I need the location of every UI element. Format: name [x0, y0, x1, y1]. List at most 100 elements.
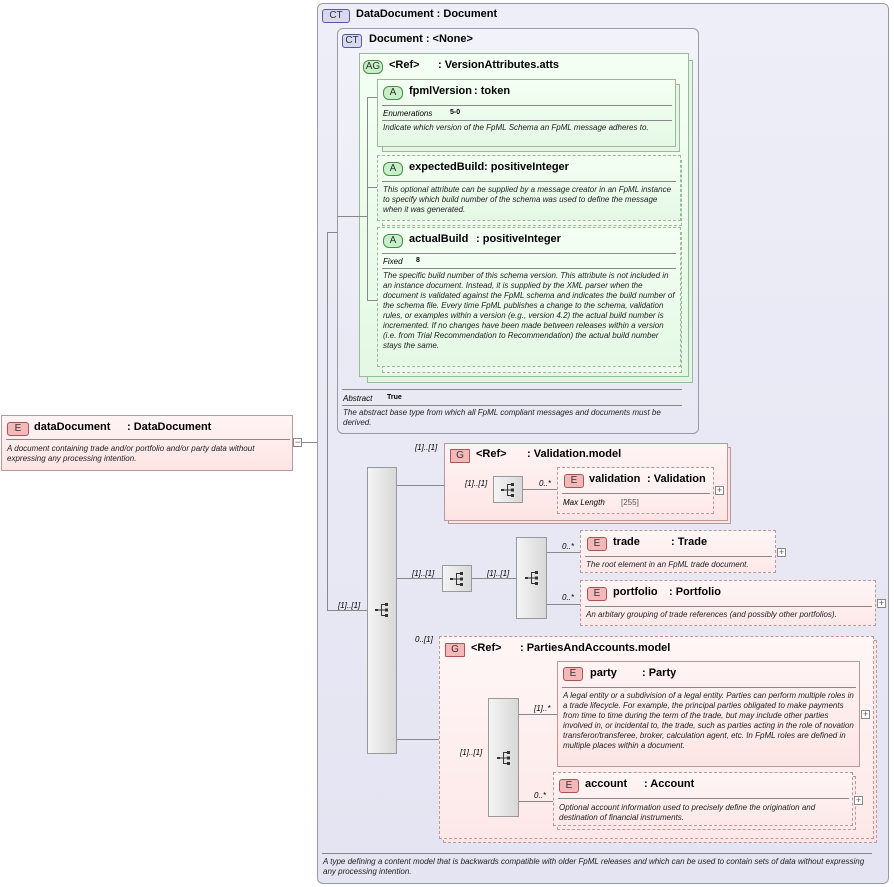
- root-element-desc: A document containing trade and/or portf…: [7, 444, 255, 463]
- group-ref: <Ref>: [476, 448, 507, 460]
- meta-value: 8: [416, 257, 420, 264]
- connector: [367, 97, 377, 98]
- group-ref: <Ref>: [471, 642, 502, 654]
- base-type-title: Document : <None>: [369, 33, 473, 45]
- element-name: trade: [613, 536, 640, 548]
- element-party[interactable]: E party : Party A legal entity or a subd…: [557, 661, 860, 767]
- root-element-name: dataDocument: [34, 421, 111, 433]
- collapse-toggle[interactable]: −: [293, 437, 302, 447]
- element-badge: E: [7, 422, 29, 436]
- element-type: : Party: [642, 667, 677, 679]
- multiplicity: 0..*: [562, 593, 575, 602]
- divider: [585, 606, 872, 607]
- connector: [397, 485, 444, 486]
- attribute-name: actualBuild: [409, 233, 469, 245]
- sequence-icon: [375, 603, 388, 617]
- abstract-label: Abstract: [343, 394, 373, 403]
- attribute-name: fpmlVersion: [409, 85, 472, 97]
- meta-value: 5-0: [450, 109, 461, 116]
- element-type: : Account: [644, 778, 695, 790]
- connector: [472, 578, 517, 579]
- divider: [382, 253, 676, 254]
- multiplicity: [1]..[1]: [412, 569, 435, 578]
- connector: [397, 578, 442, 579]
- sequence-compositor[interactable]: [488, 698, 519, 817]
- connector: [519, 801, 553, 802]
- group-badge: G: [450, 449, 470, 463]
- sequence-compositor[interactable]: [442, 565, 472, 592]
- multiplicity: 0..*: [562, 542, 575, 551]
- meta-label: Enumerations: [383, 109, 433, 118]
- element-name: portfolio: [613, 586, 658, 598]
- divider: [562, 687, 856, 688]
- element-desc: Optional account information used to pre…: [559, 803, 816, 822]
- connector: [327, 610, 367, 611]
- element-badge: E: [587, 587, 607, 601]
- element-trade[interactable]: E trade : Trade The root element in an F…: [580, 530, 776, 573]
- divider: [342, 389, 682, 390]
- multiplicity: [1]..[1]: [415, 443, 438, 452]
- sequence-icon: [501, 483, 514, 497]
- meta-label: Fixed: [383, 257, 403, 266]
- group-name: : PartiesAndAccounts.model: [520, 642, 671, 654]
- meta-label: Max Length: [563, 498, 605, 507]
- attribute-name: expectedBuild: [409, 161, 485, 173]
- divider: [585, 556, 772, 557]
- attribute-badge: A: [383, 234, 403, 248]
- connector: [547, 604, 580, 605]
- connector: [523, 489, 557, 490]
- element-desc: An arbitary grouping of trade references…: [586, 610, 837, 619]
- complex-type-footer: A type defining a content model that is …: [323, 857, 865, 876]
- element-name: party: [590, 667, 617, 679]
- element-badge: E: [587, 537, 607, 551]
- element-badge: E: [564, 474, 584, 488]
- connector: [338, 216, 368, 217]
- sequence-icon: [525, 571, 538, 585]
- element-name: validation: [589, 473, 641, 485]
- divider: [382, 181, 676, 182]
- element-type: : Portfolio: [669, 586, 721, 598]
- connector: [367, 97, 368, 300]
- element-account[interactable]: E account : Account Optional account inf…: [553, 772, 853, 826]
- base-type-desc: The abstract base type from which all Fp…: [343, 408, 661, 427]
- element-desc: A legal entity or a subdivision of a leg…: [563, 691, 854, 750]
- expand-toggle[interactable]: +: [861, 709, 870, 719]
- expand-toggle[interactable]: +: [854, 795, 863, 805]
- divider: [382, 105, 672, 106]
- divider: [342, 405, 682, 406]
- element-desc: The root element in an FpML trade docume…: [586, 560, 749, 569]
- attr-group-ref: <Ref>: [389, 59, 420, 71]
- multiplicity: [1]..[1]: [465, 479, 488, 488]
- meta-value: [255]: [621, 498, 639, 507]
- multiplicity: [1]..[1]: [460, 748, 483, 757]
- element-validation[interactable]: E validation : Validation Max Length [25…: [557, 467, 714, 514]
- root-element-box[interactable]: E dataDocument : DataDocument A document…: [1, 415, 293, 471]
- sequence-compositor[interactable]: [516, 537, 547, 619]
- element-portfolio[interactable]: E portfolio : Portfolio An arbitary grou…: [580, 580, 876, 626]
- attribute-badge: A: [383, 86, 403, 100]
- root-element-type: : DataDocument: [127, 421, 212, 433]
- connector: [519, 714, 557, 715]
- attribute-expectedBuild[interactable]: A expectedBuild : positiveInteger This o…: [377, 155, 681, 221]
- attr-group-name: : VersionAttributes.atts: [438, 59, 560, 71]
- complex-type-badge: CT: [322, 9, 350, 23]
- attribute-type: : positiveInteger: [476, 233, 561, 245]
- connector: [397, 739, 439, 740]
- element-name: account: [585, 778, 628, 790]
- element-type: : Validation: [647, 473, 706, 485]
- element-badge: E: [563, 667, 583, 681]
- connector: [547, 552, 580, 553]
- complex-type-title: DataDocument : Document: [356, 8, 498, 20]
- group-badge: G: [445, 643, 465, 657]
- expand-toggle[interactable]: +: [877, 598, 886, 608]
- divider: [322, 853, 872, 854]
- attribute-desc: Indicate which version of the FpML Schem…: [383, 123, 649, 132]
- expand-toggle[interactable]: +: [777, 547, 786, 557]
- expand-toggle[interactable]: +: [715, 485, 724, 495]
- attribute-actualBuild[interactable]: A actualBuild : positiveInteger Fixed 8 …: [377, 227, 681, 367]
- group-name: : Validation.model: [527, 448, 622, 460]
- attribute-fpmlVersion[interactable]: A fpmlVersion : token Enumerations 5-0 I…: [377, 79, 676, 147]
- attribute-badge: A: [383, 162, 403, 176]
- divider: [562, 493, 710, 494]
- multiplicity: 0..*: [539, 479, 552, 488]
